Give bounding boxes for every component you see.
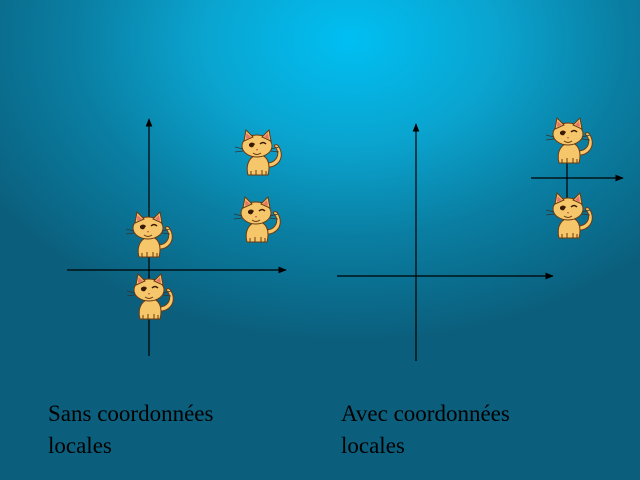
cat-image bbox=[545, 192, 594, 239]
caption-line: locales bbox=[48, 433, 112, 458]
cat-image bbox=[545, 117, 594, 164]
caption-line: Sans coordonnées bbox=[48, 401, 214, 426]
cat-image bbox=[233, 196, 282, 243]
cat-image bbox=[125, 211, 174, 258]
caption-line: Avec coordonnées bbox=[341, 401, 510, 426]
cat-image bbox=[234, 129, 283, 176]
cat-image bbox=[126, 273, 175, 320]
caption-with-local-coordinates: Avec coordonnées locales bbox=[341, 398, 601, 462]
right-axes bbox=[337, 123, 554, 361]
caption-without-local-coordinates: Sans coordonnées locales bbox=[48, 398, 308, 462]
caption-line: locales bbox=[341, 433, 405, 458]
